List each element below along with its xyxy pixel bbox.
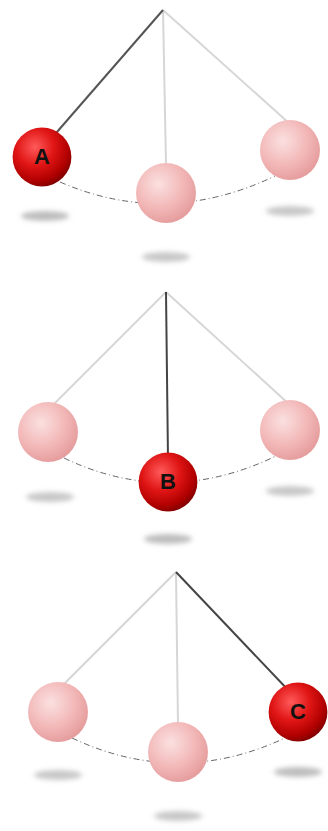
pendulum-ball: C: [268, 682, 328, 742]
string: [166, 292, 290, 405]
ball-letter: A: [34, 146, 50, 168]
ball-letter: C: [290, 701, 306, 723]
string: [163, 10, 290, 124]
shadow: [34, 770, 82, 780]
ball-letter: B: [160, 471, 176, 493]
ghost-ball: [260, 400, 320, 460]
pendulum-ball: B: [138, 452, 198, 512]
ghost-ball: [260, 120, 320, 180]
shadow: [21, 211, 69, 221]
string: [163, 10, 166, 165]
panel-one: [21, 10, 320, 262]
string: [50, 10, 163, 140]
string: [176, 572, 290, 692]
shadow: [274, 767, 322, 777]
shadow: [144, 534, 192, 544]
shadow: [142, 252, 190, 262]
pendulum-ball: A: [12, 127, 72, 187]
shadow: [266, 206, 314, 216]
string: [176, 572, 178, 725]
ghost-ball: [148, 722, 208, 782]
string: [166, 292, 168, 460]
shadow: [26, 492, 74, 502]
panel-two: [18, 292, 320, 544]
string: [48, 292, 166, 410]
ghost-ball: [18, 402, 78, 462]
string: [58, 572, 176, 690]
shadow: [266, 486, 314, 496]
ghost-ball: [136, 163, 196, 223]
shadow: [154, 811, 202, 821]
ghost-ball: [28, 682, 88, 742]
